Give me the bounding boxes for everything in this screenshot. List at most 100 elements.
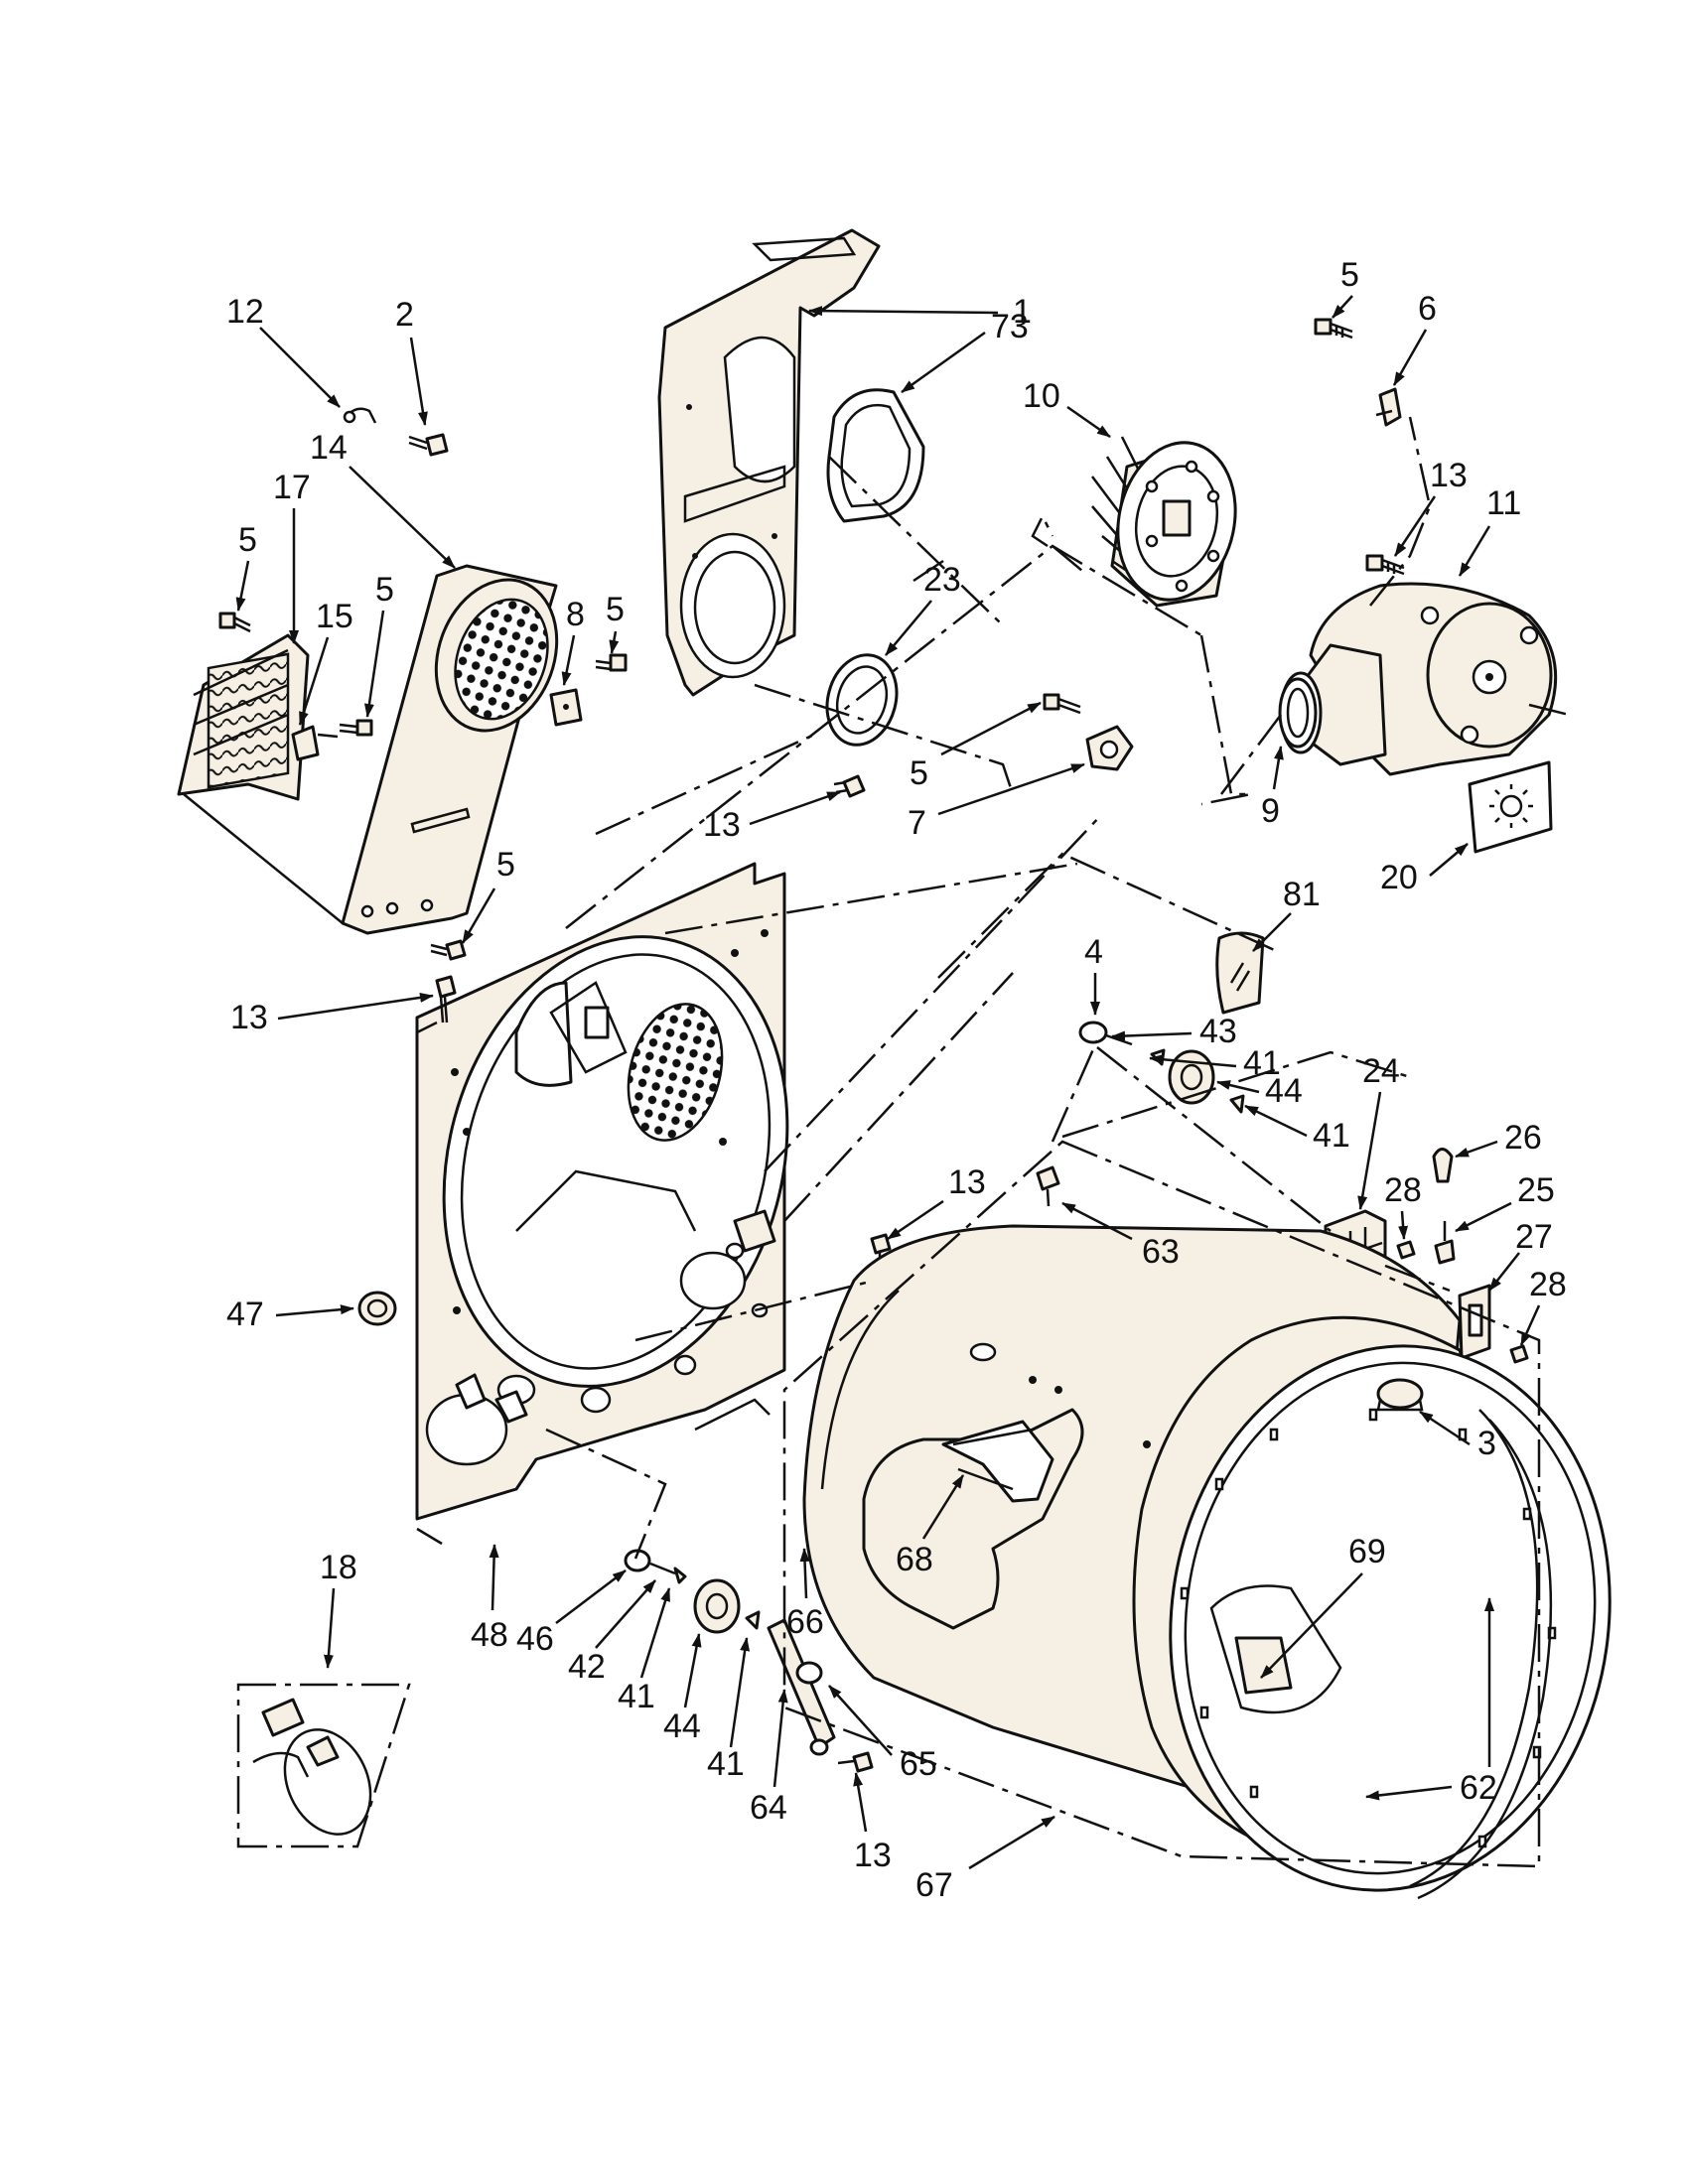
- callout-label: 41: [618, 1678, 655, 1715]
- callout-73: 73: [901, 308, 1029, 394]
- callout-label: 4: [1084, 933, 1103, 971]
- callout-label: 2: [395, 296, 414, 334]
- callout-label: 67: [915, 1866, 953, 1904]
- callout-10: 10: [1023, 377, 1111, 439]
- callout-label: 47: [226, 1296, 264, 1333]
- thermostat-part: [1085, 725, 1134, 771]
- callout-48: 48: [471, 1544, 508, 1654]
- terminal-part: [291, 725, 339, 761]
- callout-label: 41: [1243, 1044, 1281, 1082]
- screw-part: [1396, 1240, 1416, 1260]
- callout-label: 15: [316, 598, 353, 635]
- screw-part: [339, 719, 373, 737]
- callout-17: 17: [273, 469, 311, 644]
- callout-label: 28: [1384, 1171, 1422, 1209]
- callout-label: 5: [606, 591, 625, 628]
- seal-gasket-part: [826, 388, 925, 523]
- screw-part: [1365, 554, 1405, 576]
- callout-label: 81: [1283, 876, 1321, 913]
- ground-wire-part: [1432, 1148, 1454, 1183]
- callout-label: 5: [238, 521, 257, 559]
- callout-5: 5: [1332, 256, 1359, 319]
- callout-13: 13: [887, 1163, 986, 1241]
- callout-label: 62: [1460, 1769, 1497, 1807]
- callout-label: 25: [1517, 1171, 1555, 1209]
- callout-label: 5: [496, 846, 515, 884]
- callout-23: 23: [885, 561, 961, 656]
- screw-part: [1036, 1165, 1060, 1207]
- callout-18: 18: [320, 1549, 357, 1669]
- terminal-cover-part: [1458, 1284, 1491, 1360]
- bulkhead-panel-part: [415, 862, 789, 1546]
- callout-label: 5: [910, 754, 928, 792]
- callout-label: 28: [1529, 1266, 1567, 1303]
- callout-label: 68: [896, 1541, 933, 1578]
- glide-bearing-part: [357, 1291, 397, 1326]
- callout-46: 46: [516, 1570, 627, 1658]
- screw-part: [1314, 318, 1353, 340]
- callout-41: 41: [1149, 1044, 1281, 1082]
- duct-seal-part: [825, 653, 899, 747]
- callout-label: 13: [1430, 457, 1468, 494]
- callout-13: 13: [703, 790, 841, 844]
- drum-part: [802, 1224, 1612, 1892]
- blower-seal-part: [1278, 677, 1318, 749]
- screw-part: [1509, 1344, 1529, 1364]
- callout-44: 44: [1216, 1072, 1303, 1110]
- callout-label: 46: [516, 1620, 554, 1658]
- callout-9: 9: [1261, 746, 1284, 830]
- callout-label: 8: [566, 596, 585, 633]
- callout-41: 41: [1244, 1104, 1350, 1155]
- callout-5: 5: [363, 571, 394, 718]
- rear-duct-panel-part: [657, 228, 881, 697]
- callout-20: 20: [1380, 843, 1469, 896]
- callout-13: 13: [230, 992, 434, 1036]
- callout-65: 65: [828, 1685, 937, 1783]
- callout-label: 13: [230, 999, 268, 1036]
- callout-label: 65: [900, 1745, 937, 1783]
- heater-housing-part: [341, 564, 559, 935]
- callout-5: 5: [910, 701, 1042, 792]
- callout-label: 7: [908, 804, 926, 842]
- strain-relief-part: [1434, 1221, 1456, 1265]
- screw-part: [1043, 693, 1081, 715]
- assembly-dash-lines: [545, 416, 1570, 1868]
- callout-28: 28: [1519, 1266, 1567, 1346]
- callout-66: 66: [786, 1548, 824, 1641]
- baffle-fastener-part: [1376, 1378, 1424, 1412]
- blower-wheel-part: [1091, 436, 1237, 608]
- callout-label: 6: [1418, 290, 1437, 328]
- callout-label: 12: [226, 293, 264, 331]
- callout-label: 23: [923, 561, 961, 599]
- screw-part: [408, 433, 449, 457]
- callout-1: 1: [808, 293, 1032, 331]
- callout-label: 27: [1515, 1218, 1553, 1256]
- callout-label: 13: [854, 1837, 892, 1874]
- callout-2: 2: [395, 296, 428, 426]
- callout-7: 7: [908, 762, 1085, 842]
- callout-44: 44: [663, 1633, 702, 1745]
- callout-label: 10: [1023, 377, 1060, 415]
- start-button-part: [1215, 931, 1265, 1015]
- callout-label: 1: [1013, 293, 1032, 331]
- thermal-fuse-part: [549, 688, 583, 727]
- callout-41: 41: [707, 1637, 751, 1783]
- callout-13: 13: [853, 1772, 892, 1874]
- callout-8: 8: [561, 596, 585, 686]
- callout-3: 3: [1419, 1410, 1496, 1462]
- callout-26: 26: [1455, 1119, 1542, 1159]
- callout-68: 68: [896, 1474, 965, 1578]
- callout-label: 42: [568, 1648, 606, 1686]
- callout-label: 11: [1486, 484, 1521, 522]
- callout-47: 47: [226, 1296, 354, 1333]
- blower-housing-part: [1279, 582, 1558, 776]
- callout-label: 18: [320, 1549, 357, 1586]
- callout-label: 5: [375, 571, 394, 609]
- callout-label: 44: [1265, 1072, 1303, 1110]
- callout-label: 13: [703, 806, 741, 844]
- callout-13: 13: [1393, 457, 1468, 557]
- callout-label: 14: [310, 429, 348, 467]
- callout-41: 41: [618, 1587, 671, 1715]
- callout-62: 62: [1365, 1597, 1497, 1807]
